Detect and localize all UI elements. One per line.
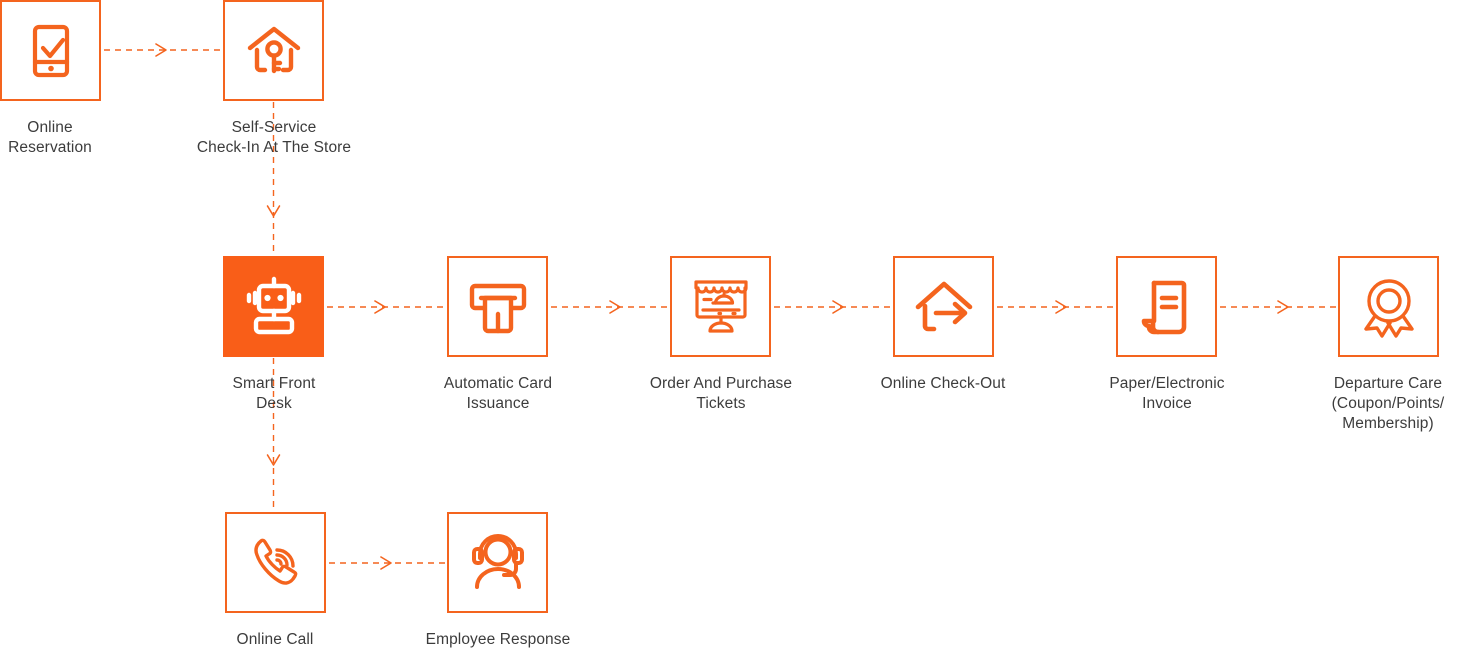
arrowhead-right: [832, 300, 844, 314]
node-order-and-purchase-tickets[interactable]: [670, 256, 771, 357]
label-employee-response: Employee Response: [425, 631, 571, 648]
node-box: [223, 256, 324, 357]
arrowhead-right: [380, 556, 392, 570]
node-online-call[interactable]: [225, 512, 326, 613]
arrowhead-right: [1055, 300, 1067, 314]
label-online-check-out: Online Check-Out: [880, 375, 1006, 392]
arrowhead-down: [266, 205, 281, 217]
label-departure-care: Departure Care (Coupon/Points/ Membershi…: [1331, 375, 1445, 432]
phone-ringing-icon: [225, 512, 326, 613]
label-online-call: Online Call: [236, 631, 314, 648]
node-self-service-check-in[interactable]: [223, 0, 324, 101]
house-exit-arrow-icon: [893, 256, 994, 357]
invoice-document-icon: [1116, 256, 1217, 357]
node-smart-front-desk[interactable]: [223, 256, 324, 357]
label-smart-front-desk: Smart Front Desk: [232, 375, 316, 412]
arrowhead-down: [266, 454, 281, 466]
arrowhead-right: [609, 300, 621, 314]
node-automatic-card-issuance[interactable]: [447, 256, 548, 357]
arrowhead-right: [155, 43, 167, 57]
house-key-icon: [223, 0, 324, 101]
label-online-reservation: Online Reservation: [8, 119, 92, 156]
label-order-and-purchase-tickets: Order And Purchase Tickets: [649, 375, 793, 412]
robot-icon: [223, 256, 324, 357]
mobile-check-icon: [0, 0, 101, 101]
node-box: [670, 256, 771, 357]
node-online-check-out[interactable]: [893, 256, 994, 357]
label-automatic-card-issuance: Automatic Card Issuance: [443, 375, 553, 412]
card-dispenser-icon: [447, 256, 548, 357]
label-paper-electronic-invoice: Paper/Electronic Invoice: [1109, 375, 1225, 412]
node-box: [893, 256, 994, 357]
node-employee-response[interactable]: [447, 512, 548, 613]
monitor-room-service-icon: [670, 256, 771, 357]
node-online-reservation[interactable]: [0, 0, 101, 101]
node-paper-electronic-invoice[interactable]: [1116, 256, 1217, 357]
label-self-service-check-in: Self-Service Check-In At The Store: [196, 119, 352, 156]
arrowhead-right: [1277, 300, 1289, 314]
node-box: [1338, 256, 1439, 357]
headset-agent-icon: [447, 512, 548, 613]
node-departure-care[interactable]: [1338, 256, 1439, 357]
node-box: [225, 512, 326, 613]
arrowhead-right: [374, 300, 386, 314]
node-box: [0, 0, 101, 101]
node-box: [447, 256, 548, 357]
node-box: [223, 0, 324, 101]
award-ribbon-icon: [1338, 256, 1439, 357]
